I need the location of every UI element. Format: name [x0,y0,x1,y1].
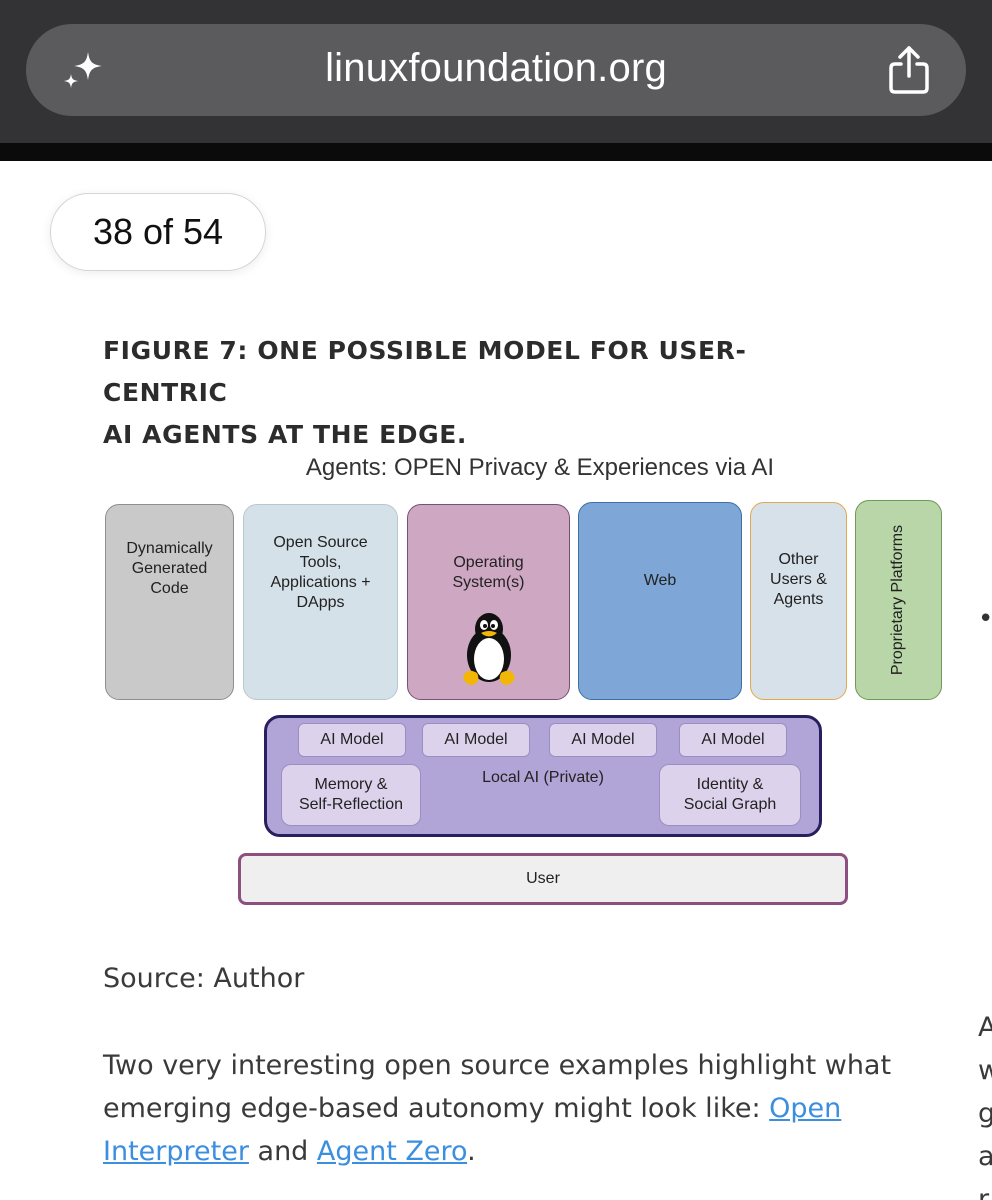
box-web: Web [578,502,742,700]
browser-toolbar: linuxfoundation.org [0,0,992,143]
chip-ai-model: AI Model [679,723,787,757]
box-local-ai: AI Model AI Model AI Model AI Model Loca… [264,715,822,837]
box-label-user: User [526,870,560,887]
next-page-text-fragment: A w g a r [978,1006,992,1200]
chip-ai-model: AI Model [298,723,406,757]
link-agent-zero[interactable]: Agent Zero [316,1136,468,1167]
next-page-bullet: • [978,604,992,634]
paragraph-text: Two very interesting open source example… [103,1050,892,1124]
sparkle-icon[interactable] [58,44,110,96]
share-icon[interactable] [886,44,932,96]
chip-ai-model: AI Model [422,723,530,757]
page-counter: 38 of 54 [50,193,266,271]
box-operating-systems: Operating System(s) [407,504,570,700]
local-ai-label: Local AI (Private) [482,769,604,786]
box-label-code: Dynamically Generated Code [126,540,213,597]
figure-heading-line-1: FIGURE 7: ONE POSSIBLE MODEL FOR USER-CE… [103,336,747,407]
text-fragment: a [978,1141,992,1172]
paragraph-text: . [467,1136,476,1167]
box-label-os: Operating System(s) [452,554,525,591]
figure-diagram: Agents: OPEN Privacy & Experiences via A… [0,440,992,920]
box-label-other: Other Users & Agents [770,551,827,608]
chip-identity-social-graph: Identity & Social Graph [659,764,801,826]
chip-memory-self-reflection: Memory & Self-Reflection [281,764,421,826]
link-open-interpreter[interactable]: Open Interpreter [103,1093,842,1167]
box-label-oss: Open Source Tools, Applications + DApps [270,534,371,611]
box-label-web: Web [643,572,677,589]
chip-ai-model: AI Model [549,723,657,757]
text-fragment: w [978,1055,992,1086]
text-fragment: r [978,1184,990,1200]
diagram-title: Agents: OPEN Privacy & Experiences via A… [305,454,775,481]
toolbar-divider [0,143,992,161]
box-proprietary-platforms: Proprietary Platforms [855,500,942,700]
body-paragraph: Two very interesting open source example… [103,1044,903,1173]
text-fragment: A [978,1012,992,1043]
address-bar[interactable]: linuxfoundation.org [26,24,966,116]
box-user: User [238,853,848,905]
tux-penguin-icon [462,613,515,685]
figure-heading-line-2: AI AGENTS AT THE EDGE. [103,420,468,449]
text-fragment: g [978,1098,992,1129]
box-other-users-agents: Other Users & Agents [750,502,847,700]
box-open-source-tools: Open Source Tools, Applications + DApps [243,504,398,700]
box-dynamically-generated-code: Dynamically Generated Code [105,504,234,700]
box-label-proprietary: Proprietary Platforms [889,524,907,676]
paragraph-text: and [248,1136,317,1167]
figure-heading: FIGURE 7: ONE POSSIBLE MODEL FOR USER-CE… [103,330,863,456]
url-text[interactable]: linuxfoundation.org [325,46,667,90]
figure-source: Source: Author [103,963,305,994]
